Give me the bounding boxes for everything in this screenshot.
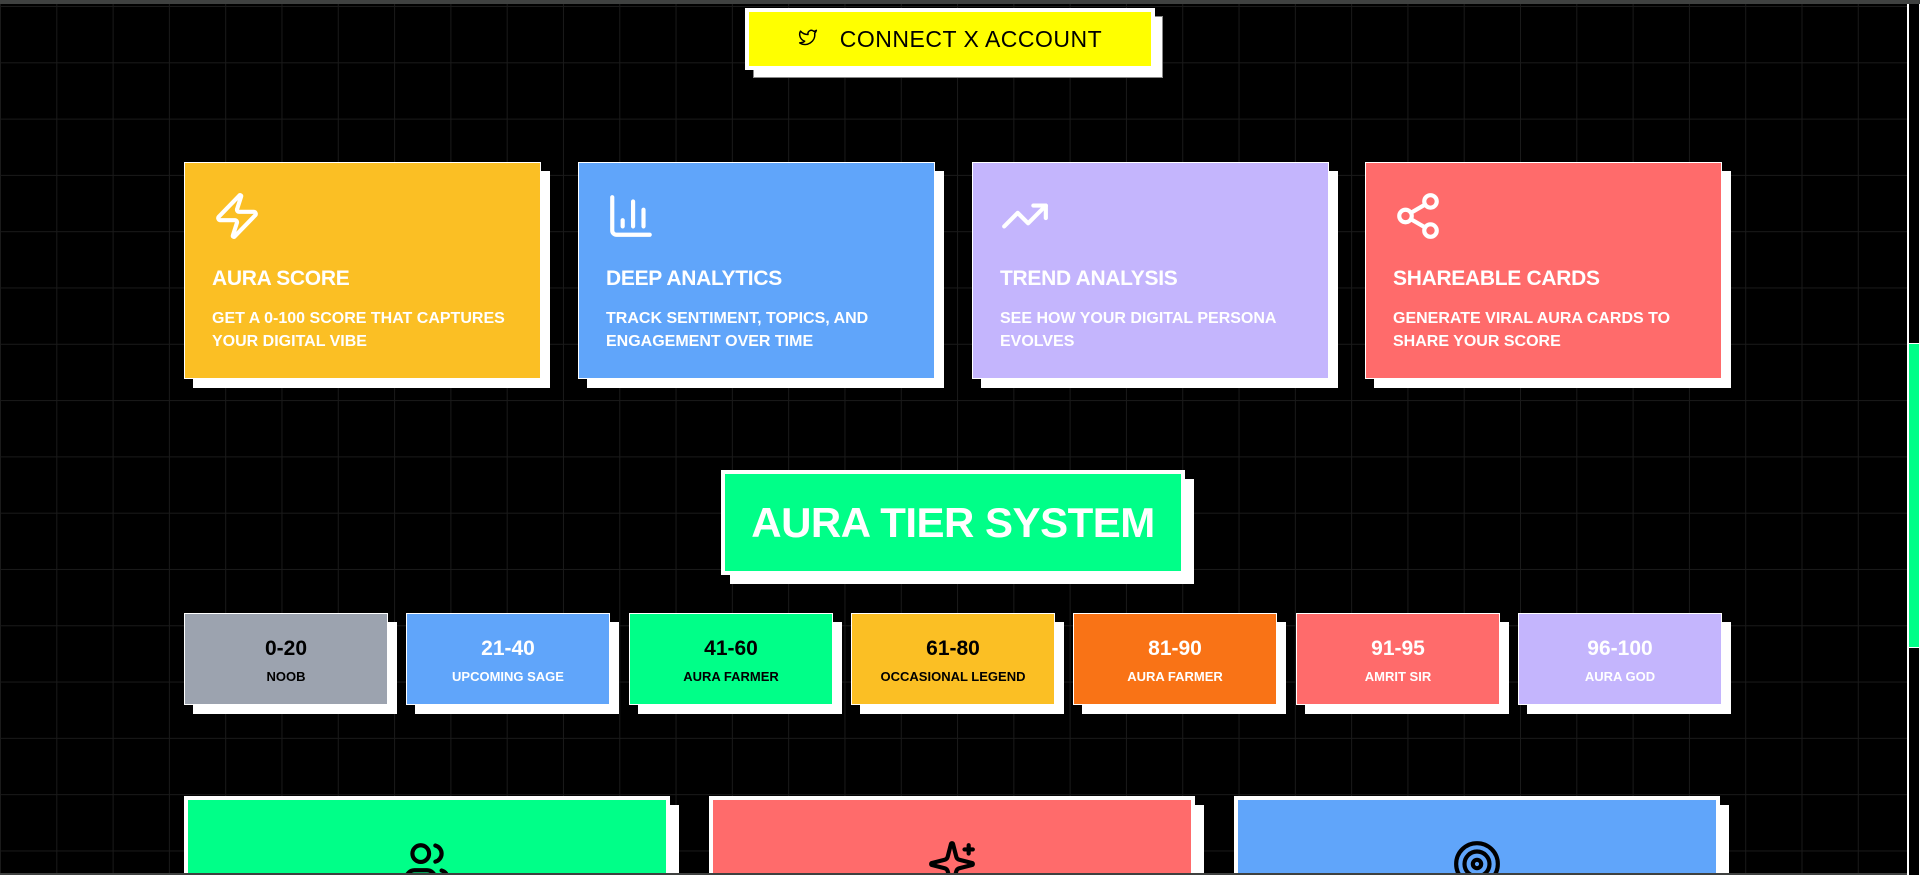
tier-name: NOOB [266,668,306,684]
tier-card-noob: 0-20 NOOB [184,613,397,714]
feature-title: SHAREABLE CARDS [1393,267,1600,290]
feature-description: TRACK SENTIMENT, TOPICS, AND ENGAGEMENT … [606,310,869,350]
tier-name: AURA GOD [1584,668,1656,684]
bar-chart-icon [610,195,652,237]
feature-card-aura-score: AURA SCORE GET A 0-100 SCORE THAT CAPTUR… [184,162,550,388]
tier-range: 0-20 [264,636,308,660]
tier-range: 41-60 [704,636,758,660]
tier-range: 21-40 [481,636,535,660]
tier-range: 81-90 [1148,636,1202,660]
tier-name: AURA FARMER [1127,668,1223,684]
tier-section-title: AURA TIER SYSTEM [721,470,1185,575]
feature-card-shareable-cards: SHAREABLE CARDS GENERATE VIRAL AURA CARD… [1365,162,1731,388]
tier-card-aura-god: 96-100 AURA GOD [1518,613,1731,714]
sparkles-icon [929,841,975,875]
info-card-community [184,796,679,875]
connect-button-label: CONNECT X ACCOUNT [839,25,1103,52]
share-icon [1397,193,1439,239]
tier-range: 61-80 [926,636,980,660]
target-icon [1454,841,1500,875]
tier-range: 91-95 [1371,636,1425,660]
tier-card-upcoming-sage: 21-40 UPCOMING SAGE [406,613,619,714]
tier-range: 96-100 [1587,636,1653,660]
tier-name: OCCASIONAL LEGEND [880,668,1026,684]
users-icon [404,843,450,875]
tier-section-header: AURA TIER SYSTEM [721,470,1194,584]
feature-description: GENERATE VIRAL AURA CARDS TO SHARE YOUR … [1393,310,1671,350]
connect-x-account-container: CONNECT X ACCOUNT [745,8,1163,78]
feature-description: SEE HOW YOUR DIGITAL PERSONA EVOLVES [1000,310,1276,350]
info-card-sparkles [709,796,1204,875]
twitter-icon [798,26,818,53]
feature-title: DEEP ANALYTICS [606,267,782,290]
tier-card-occasional-legend: 61-80 OCCASIONAL LEGEND [851,613,1064,714]
tier-name: AMRIT SIR [1364,668,1432,684]
connect-x-account-button[interactable]: CONNECT X ACCOUNT [745,8,1155,70]
feature-card-trend-analysis: TREND ANALYSIS SEE HOW YOUR DIGITAL PERS… [972,162,1338,388]
feature-card-deep-analytics: DEEP ANALYTICS TRACK SENTIMENT, TOPICS, … [578,162,944,388]
trending-up-icon [1002,203,1048,229]
tier-card-aura-farmer: 41-60 AURA FARMER [629,613,842,714]
zap-icon [216,193,258,239]
window-bottom-edge [0,873,1907,875]
feature-title: TREND ANALYSIS [1000,267,1178,290]
vertical-scrollbar-thumb[interactable] [1909,343,1919,648]
tier-card-amrit-sir: 91-95 AMRIT SIR [1296,613,1509,714]
tier-name: AURA FARMER [683,668,779,684]
tier-card-aura-farmer-2: 81-90 AURA FARMER [1073,613,1286,714]
feature-description: GET A 0-100 SCORE THAT CAPTURES YOUR DIG… [212,310,505,350]
tier-name: UPCOMING SAGE [452,668,564,684]
info-card-target [1234,796,1729,875]
feature-title: AURA SCORE [212,267,350,290]
window-top-edge [0,0,1920,4]
